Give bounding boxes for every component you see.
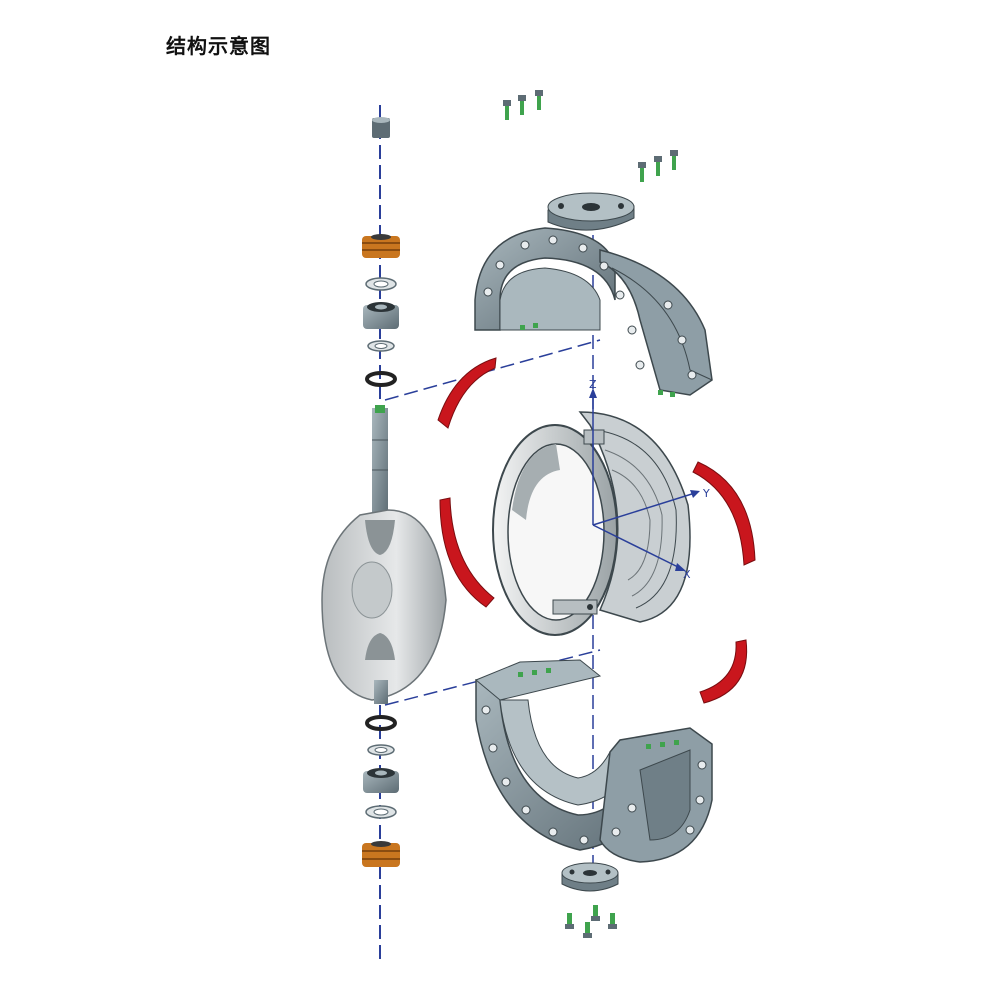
axis-label-x: X — [683, 568, 691, 581]
top-flange — [547, 192, 635, 231]
diagram-title: 结构示意图 — [166, 34, 271, 58]
washer-icon — [367, 744, 395, 756]
bolt-icon — [518, 95, 526, 115]
upper-body-half — [474, 192, 713, 397]
flange-icon — [561, 862, 619, 892]
o-ring — [365, 715, 397, 731]
bolt-group-top-1 — [503, 90, 543, 120]
bearing-icon — [362, 841, 400, 867]
axis-label-z: Z — [589, 378, 597, 391]
bushing — [363, 302, 399, 329]
upper-guide-line — [384, 339, 601, 401]
bolt-icon — [654, 156, 662, 176]
bolt-icon — [518, 668, 679, 749]
seal-segment-right — [692, 461, 756, 566]
coordinate-axes: Z Y X — [589, 378, 710, 581]
seal-segment-left — [439, 497, 495, 608]
o-ring — [365, 371, 397, 387]
upper-stem-stack — [362, 117, 400, 387]
bolt-icon — [520, 323, 675, 397]
bolt-icon — [565, 913, 574, 929]
bolt-group-top-2 — [638, 150, 678, 182]
seal-segment-upper-left — [437, 357, 497, 429]
bolt-group-bottom — [565, 905, 617, 938]
bolt-icon — [535, 90, 543, 110]
valve-stem-upper — [372, 405, 388, 523]
bushing — [363, 768, 399, 793]
bolt-holes — [481, 705, 707, 845]
bolt-icon — [591, 905, 600, 921]
bolt-icon — [503, 100, 511, 120]
seal-segments — [437, 357, 756, 704]
bolt-icon — [583, 922, 592, 938]
lower-stem-stack — [362, 715, 400, 867]
bolt-icon — [670, 150, 678, 170]
lower-body-half — [475, 659, 713, 863]
top-cap — [372, 117, 390, 138]
bolt-icon — [638, 162, 646, 182]
washer-icon — [367, 340, 395, 352]
washer-icon — [365, 277, 397, 291]
seal-segment-lower-right — [699, 639, 748, 704]
butterfly-disc — [321, 509, 447, 701]
washer-icon — [365, 805, 397, 819]
bolt-holes — [483, 235, 697, 380]
axis-label-y: Y — [702, 487, 710, 500]
bearing-icon — [362, 234, 400, 258]
valve-stem-lower — [374, 680, 388, 704]
valve-seat-liner — [492, 411, 691, 636]
bolt-icon — [608, 913, 617, 929]
